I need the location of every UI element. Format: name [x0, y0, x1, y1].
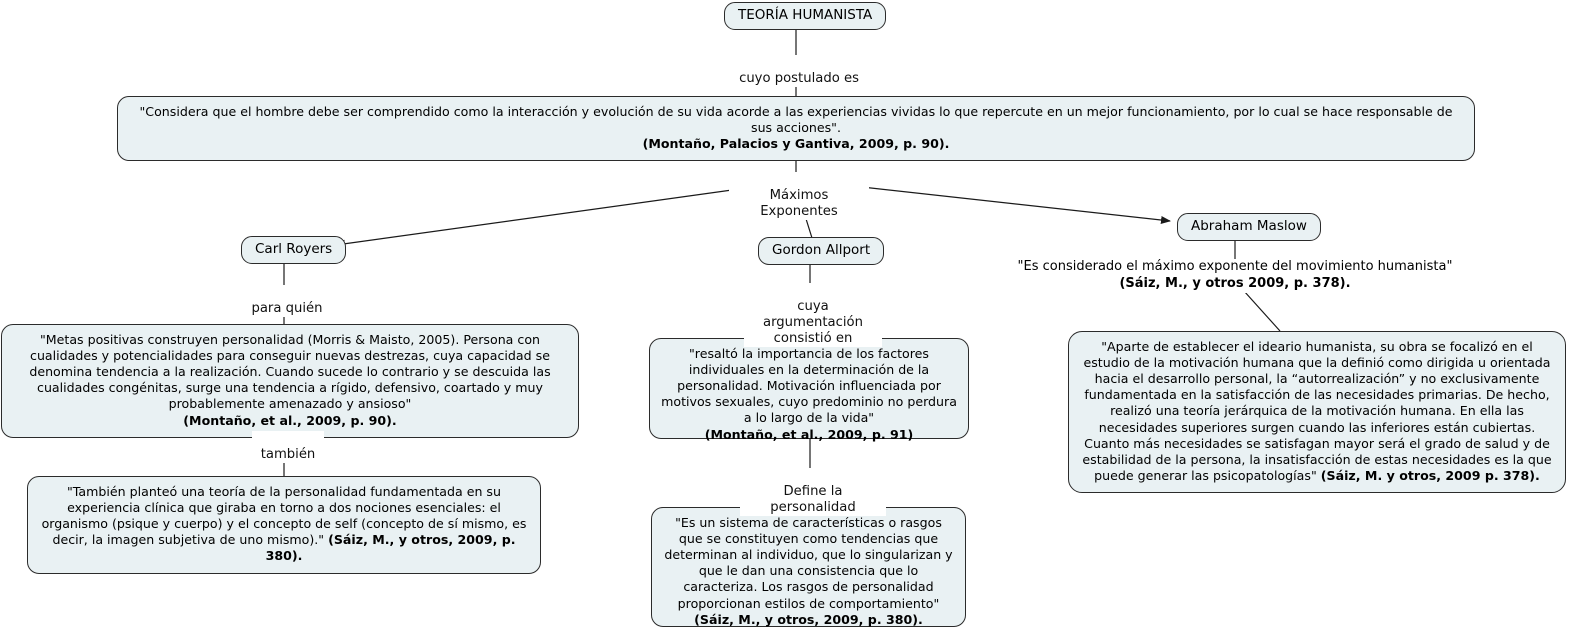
maslow-caption: "Es considerado el máximo exponente del … — [1000, 259, 1470, 293]
edge-label-cuyo-postulado-es: cuyo postulado es — [730, 55, 868, 88]
edge-label-text: Define la personalidad — [770, 484, 856, 516]
edge-label-text: cuyo postulado es — [739, 71, 859, 87]
quote-text: "Metas positivas construyen personalidad… — [29, 332, 551, 412]
node-royers-quote-2[interactable]: "También planteó una teoría de la person… — [27, 476, 541, 574]
quote-citation: (Sáiz, M., y otros, 2009, p. 380). — [694, 611, 923, 627]
node-label: Carl Royers — [255, 241, 333, 257]
node-carl-royers[interactable]: Carl Royers — [241, 236, 347, 265]
quote-text: "resaltó la importancia de los factores … — [661, 346, 957, 426]
node-royers-quote-1[interactable]: "Metas positivas construyen personalidad… — [1, 324, 579, 438]
node-gordon-allport[interactable]: Gordon Allport — [758, 237, 885, 266]
edge-maximos-to-abraham-maslow — [861, 186, 1171, 224]
quote-citation: (Montaño, et al., 2009, p. 91) — [704, 426, 914, 442]
edge-maslow-caption-to-quote — [1243, 290, 1281, 332]
edge-label-text: para quién — [251, 301, 323, 317]
edge-label-para-quien: para quién — [240, 285, 334, 318]
edge-label-define-la-personalidad: Define la personalidad — [740, 468, 886, 517]
edge-label-text: Máximos Exponentes — [760, 188, 838, 220]
node-label: TEORÍA HUMANISTA — [738, 7, 873, 23]
edge-label-maximos-exponentes: Máximos Exponentes — [729, 172, 869, 221]
quote-citation: (Sáiz, M. y otros, 2009 p. 378). — [1320, 467, 1540, 483]
quote-citation: (Montaño, et al., 2009, p. 90). — [183, 412, 397, 428]
quote-text: "Considera que el hombre debe ser compre… — [139, 104, 1453, 136]
caption-citation: (Sáiz, M., y otros 2009, p. 378). — [1119, 275, 1351, 291]
node-label: Gordon Allport — [772, 242, 871, 258]
edge-label-tambien: también — [252, 431, 324, 464]
node-label: Abraham Maslow — [1191, 218, 1307, 234]
node-postulado-quote[interactable]: "Considera que el hombre debe ser compre… — [117, 96, 1475, 162]
edge-label-text: cuya argumentación consistió en — [763, 299, 863, 347]
quote-text: "Aparte de establecer el ideario humanis… — [1082, 339, 1552, 483]
edge-maximos-to-carl-royers — [335, 189, 733, 248]
edge-label-cuya-argumentacion: cuya argumentación consistió en — [744, 283, 882, 348]
quote-text: "Es un sistema de características o rasg… — [664, 515, 953, 611]
caption-text: "Es considerado el máximo exponente del … — [1017, 259, 1453, 274]
edge-label-text: también — [260, 447, 316, 463]
quote-citation: (Sáiz, M., y otros, 2009, p. 380). — [265, 532, 516, 564]
node-teoria-humanista[interactable]: TEORÍA HUMANISTA — [724, 2, 887, 31]
node-allport-quote-1[interactable]: "resaltó la importancia de los factores … — [649, 338, 969, 442]
node-abraham-maslow[interactable]: Abraham Maslow — [1177, 213, 1321, 242]
node-maslow-quote[interactable]: "Aparte de establecer el ideario humanis… — [1068, 331, 1566, 493]
quote-text: "También planteó una teoría de la person… — [41, 484, 527, 548]
quote-citation: (Montaño, Palacios y Gantiva, 2009, p. 9… — [642, 136, 950, 152]
node-allport-quote-2[interactable]: "Es un sistema de características o rasg… — [651, 507, 966, 627]
